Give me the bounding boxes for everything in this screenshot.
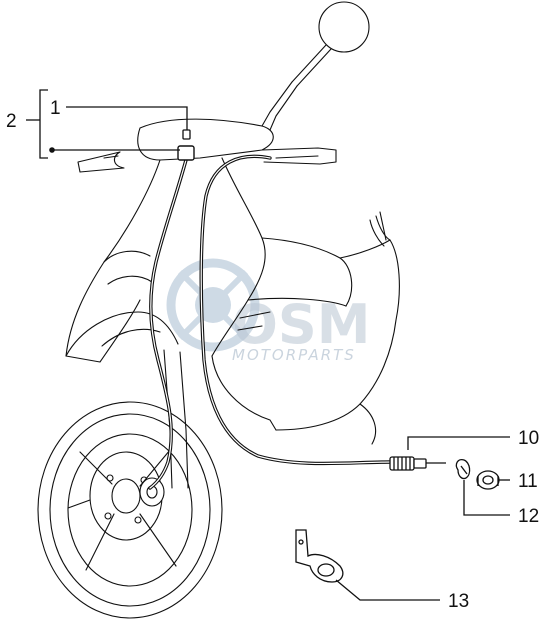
leader-2-dot — [49, 147, 55, 153]
front-wheel — [37, 401, 223, 619]
mirror-stem — [291, 44, 332, 87]
cable-junction-part-2 — [177, 145, 195, 161]
part-12-clip — [455, 458, 471, 480]
part-11-nut — [476, 470, 500, 490]
callout-1: 1 — [50, 98, 61, 119]
watermark: OSM MOTORPARTS — [166, 258, 371, 364]
leader-13 — [335, 579, 440, 601]
throttle-cable-assembly — [148, 129, 394, 490]
callout-10: 10 — [518, 428, 539, 449]
part-13-bracket — [295, 529, 344, 583]
leader-1 — [66, 106, 188, 130]
group-bracket-2 — [39, 89, 48, 159]
part-10-cable-adjuster — [389, 456, 446, 471]
leader-lines — [26, 89, 510, 601]
mirror — [318, 1, 370, 53]
callout-labels: 1 2 10 11 12 13 — [6, 98, 539, 612]
callout-12: 12 — [518, 506, 539, 527]
scooter-outline — [37, 1, 400, 619]
leader-10 — [407, 436, 510, 450]
part-1-fitting — [182, 129, 191, 140]
leader-12 — [463, 480, 510, 516]
callout-2: 2 — [6, 111, 17, 132]
callout-13: 13 — [448, 591, 469, 612]
callout-11: 11 — [518, 471, 538, 492]
watermark-wheel-icon — [166, 258, 260, 352]
watermark-tagline: MOTORPARTS — [232, 346, 356, 364]
